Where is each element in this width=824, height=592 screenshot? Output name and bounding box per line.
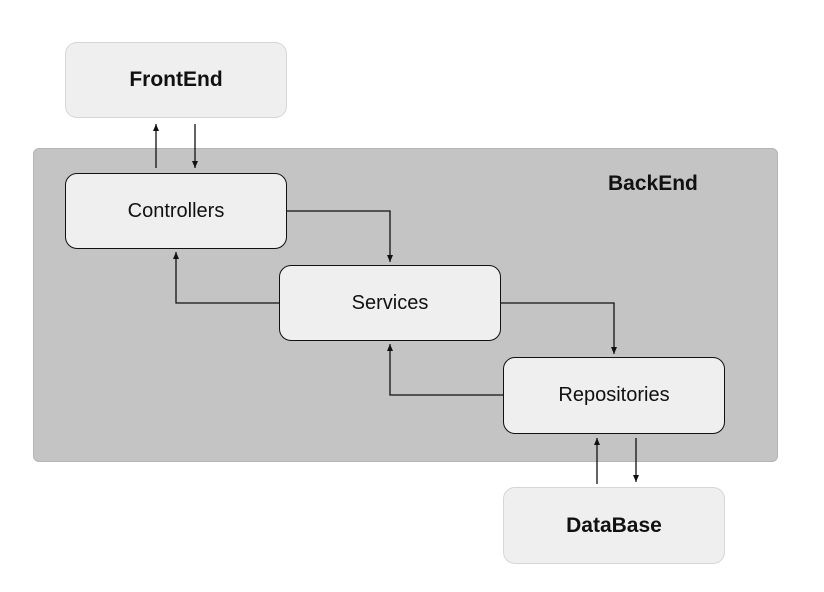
frontend-node: FrontEnd — [65, 42, 287, 118]
repositories-to-services-arrow — [387, 344, 503, 396]
controllers-node: Controllers — [65, 173, 287, 249]
backend-label: BackEnd — [608, 172, 698, 195]
repositories-label: Repositories — [558, 384, 670, 406]
controllers-label: Controllers — [127, 199, 225, 222]
database-node: DataBase — [503, 487, 725, 564]
services-to-controllers-arrow — [173, 252, 279, 304]
frontend-label: FrontEnd — [129, 68, 223, 91]
repositories-node: Repositories — [503, 357, 725, 434]
controllers-to-services-arrow — [287, 210, 393, 262]
services-label: Services — [351, 291, 429, 314]
services-to-repositories-arrow — [501, 302, 617, 354]
services-node: Services — [279, 265, 501, 341]
database-label: DataBase — [566, 513, 662, 537]
